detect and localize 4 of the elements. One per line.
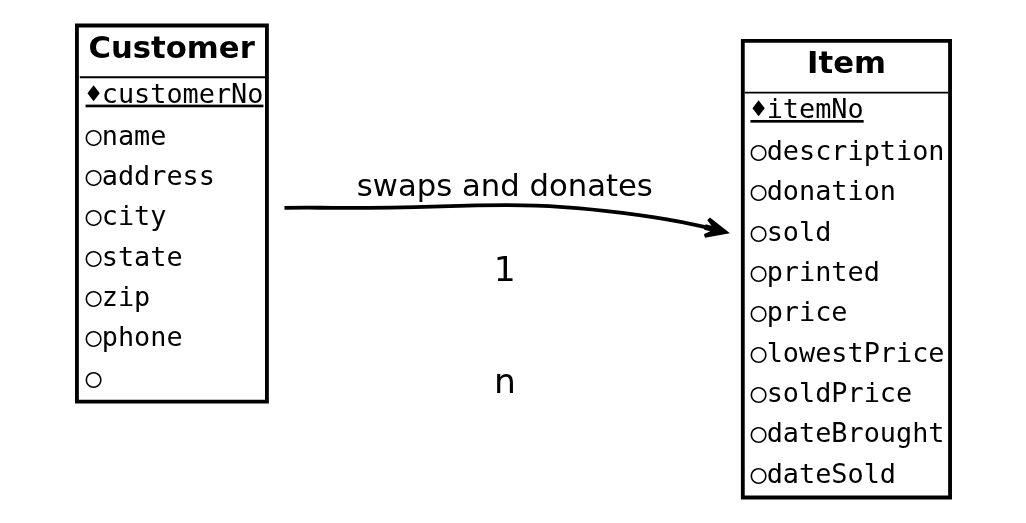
label: n xyxy=(493,360,516,401)
label: 1 xyxy=(493,249,516,290)
edge-label: swaps and donates xyxy=(356,167,653,203)
arrow xyxy=(283,203,727,238)
